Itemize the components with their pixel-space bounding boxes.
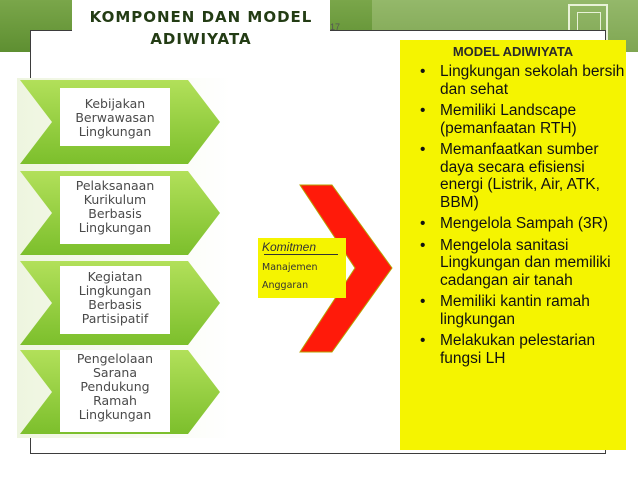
component-box-3 [60,266,170,334]
bullet-icon: • [420,141,426,158]
model-item: •Memiliki Landscape (pemanfaatan RTH) [420,102,577,137]
commitment-item-budget: Anggaran [262,280,309,291]
component-box-2 [60,176,170,244]
title-line-2: ADIWIYATA [150,30,252,48]
model-item: •Lingkungan sekolah bersih dan sehat [420,63,625,98]
title-box: KOMPONEN DAN MODEL ADIWIYATA [72,0,330,62]
bullet-icon: • [420,215,426,232]
bullet-icon: • [420,293,426,310]
bullet-icon: • [420,102,426,119]
component-box-1 [60,88,170,146]
model-item: •Mengelola sanitasi Lingkungan dan memil… [420,236,611,289]
commitment-underline [264,254,338,255]
commitment-box [258,238,346,298]
title-line-1: KOMPONEN DAN MODEL [89,8,313,26]
model-item: •Melakukan pelestarian fungsi LH [420,332,596,367]
bullet-icon: • [420,236,426,254]
commitment-item-management: Manajemen [262,262,318,273]
commitment-arrow [299,184,393,353]
model-panel [400,40,626,450]
bullet-icon: • [420,63,426,80]
model-item: •Memiliki kantin ramah lingkungan [420,293,590,328]
model-item: •Memanfaatkan sumber daya secara efisien… [420,141,600,211]
component-box-4 [60,350,170,432]
commitment-title: Komitmen [262,240,317,254]
model-item: •Mengelola Sampah (3R) [420,215,609,232]
slide-number: 17 [330,22,341,32]
bullet-icon: • [420,332,426,349]
model-list: •Lingkungan sekolah bersih dan sehat •Me… [416,63,626,371]
model-title: MODEL ADIWIYATA [452,44,574,59]
